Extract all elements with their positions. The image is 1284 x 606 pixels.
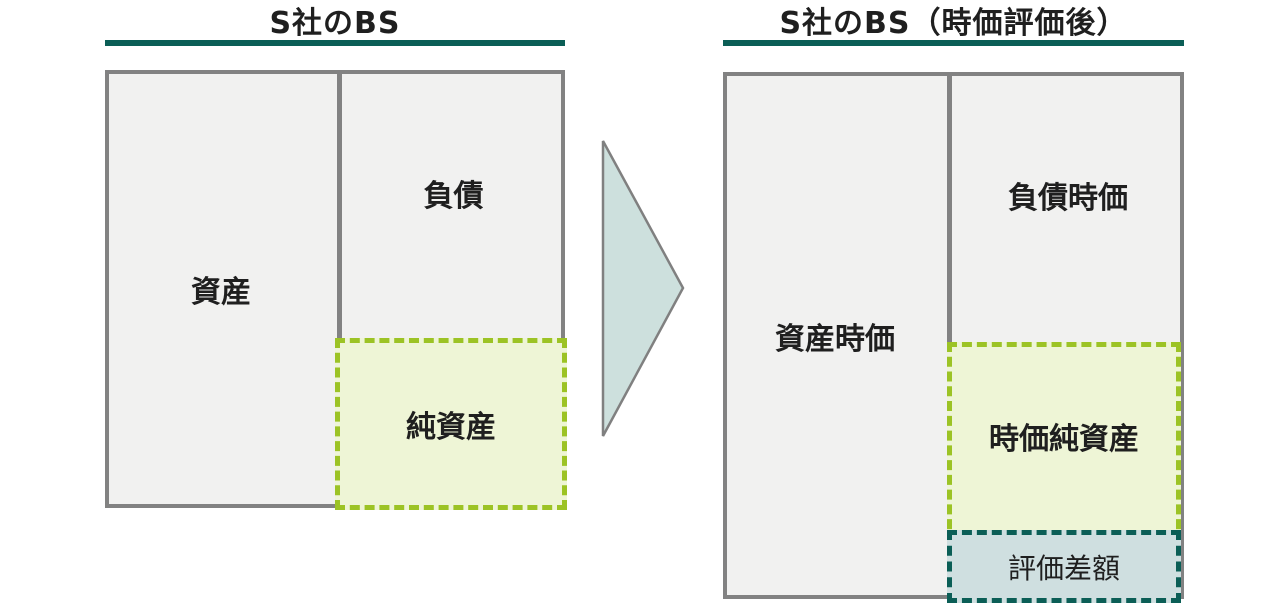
valuation-difference-box — [947, 530, 1181, 603]
left-title-underline — [105, 40, 565, 46]
left-bs-divider — [337, 70, 342, 508]
right-assets-label: 資産時価 — [775, 321, 895, 357]
right-net-assets-label: 時価純資産 — [989, 422, 1139, 457]
right-title-underline — [723, 40, 1184, 46]
valuation-difference-label: 評価差額 — [1007, 551, 1120, 585]
left-net-assets-box — [335, 338, 567, 510]
left-net-assets-label: 純資産 — [406, 410, 496, 445]
left-liabilities-label: 負債 — [423, 178, 484, 214]
transition-arrow-icon — [601, 140, 685, 437]
left-bs-title: S社のBS — [269, 6, 401, 41]
right-liabilities-label: 負債時価 — [1008, 180, 1128, 216]
right-bs-divider — [947, 72, 952, 599]
right-bs-title: S社のBS（時価評価後） — [779, 6, 1128, 41]
left-assets-label: 資産 — [191, 275, 251, 310]
